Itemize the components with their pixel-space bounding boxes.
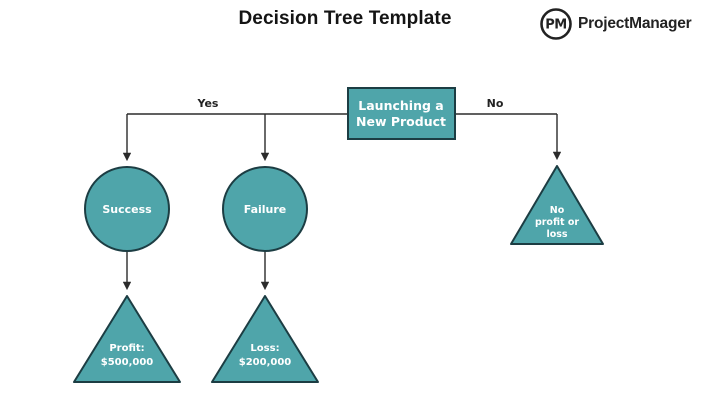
failure-node-label: Failure <box>244 203 287 216</box>
profit-node-line2: $500,000 <box>101 357 154 368</box>
no-profit-node-line2: profit or <box>535 217 579 228</box>
pm-monogram-icon: PM <box>540 8 572 40</box>
success-node-label: Success <box>102 203 152 216</box>
profit-node-line1: Profit: <box>109 343 144 354</box>
loss-node-line1: Loss: <box>250 343 279 354</box>
brand-logo[interactable]: PM ProjectManager <box>539 7 692 41</box>
decision-node-line2: New Product <box>356 114 446 129</box>
failure-node <box>223 167 307 251</box>
profit-node <box>74 296 180 382</box>
brand-name: ProjectManager <box>578 15 692 32</box>
no-profit-node-border <box>510 165 604 245</box>
success-node-border <box>84 166 170 252</box>
pm-monogram-circle <box>540 8 572 40</box>
failure-node-border <box>222 166 308 252</box>
success-node <box>85 167 169 251</box>
decision-node-line1: Launching a <box>358 98 443 113</box>
page-title: Decision Tree Template <box>238 8 452 29</box>
decision-node <box>348 88 455 139</box>
yes-branch-label: Yes <box>197 97 219 110</box>
no-profit-node <box>511 166 603 244</box>
pm-monogram-text: PM <box>545 18 566 33</box>
no-profit-node-line1: No <box>550 205 565 216</box>
loss-node-line2: $200,000 <box>239 357 292 368</box>
loss-node <box>212 296 318 382</box>
no-branch-label: No <box>487 97 504 110</box>
no-profit-node-line3: loss <box>546 229 567 240</box>
profit-node-border <box>73 295 181 383</box>
decision-node-border <box>347 87 456 140</box>
loss-node-border <box>211 295 319 383</box>
